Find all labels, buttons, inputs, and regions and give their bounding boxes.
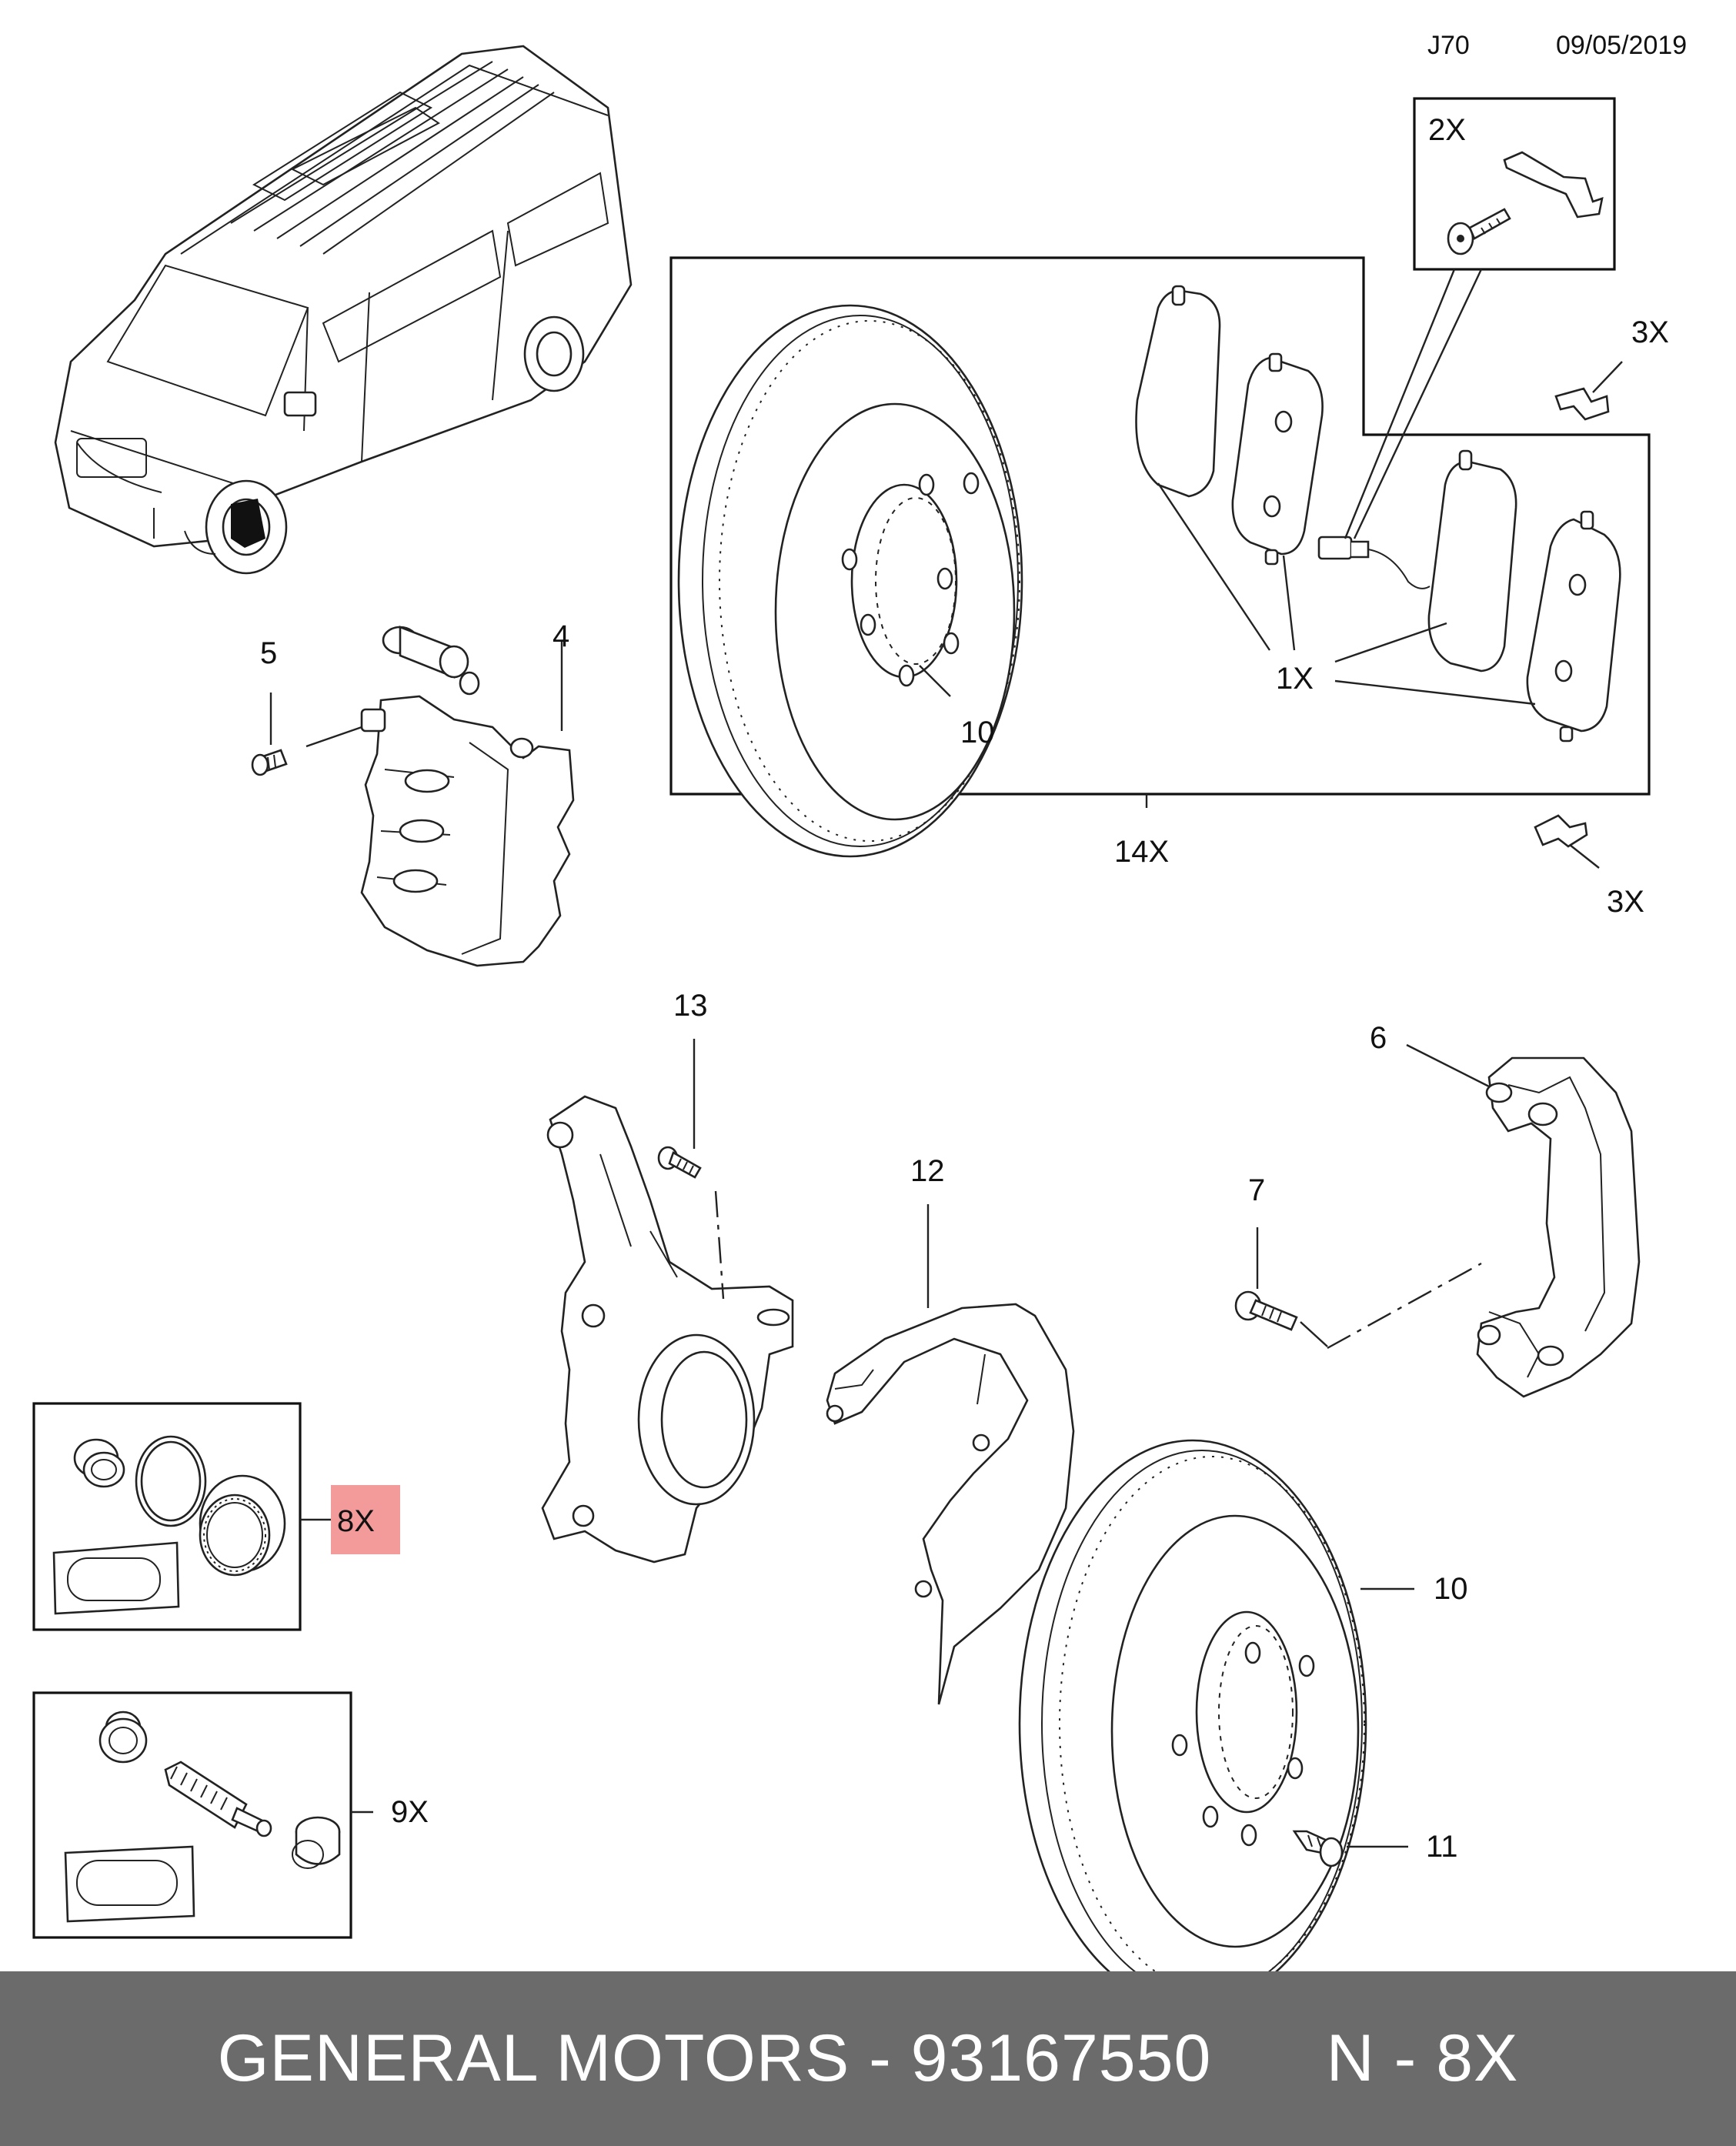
label-pad-kit-qty: 14X xyxy=(1114,835,1169,869)
guide-kit-grease-packet xyxy=(64,1845,195,1923)
diagram-date: 09/05/2019 xyxy=(1556,31,1687,60)
label-caliper-bolt: 5 xyxy=(260,636,277,670)
steering-knuckle xyxy=(541,1095,794,1564)
bracket-bolt xyxy=(1234,1290,1298,1331)
brake-disc-upper xyxy=(677,304,1023,858)
part-info-banner: GENERAL MOTORS - 93167550 N - 8X xyxy=(0,1971,1736,2146)
seal-kit-dust-boot xyxy=(73,1438,125,1488)
brand-separator: - xyxy=(869,2021,892,2095)
label-pad-qty: 1X xyxy=(1276,662,1314,696)
seal-kit-grease-packet xyxy=(52,1541,180,1615)
brake-pad-outer-1 xyxy=(1231,352,1324,566)
seal-kit-piston-ring xyxy=(135,1435,207,1527)
wear-sensor-connector xyxy=(1317,536,1431,589)
part-note: N - 8X xyxy=(1326,2021,1519,2095)
guide-kit-frame xyxy=(32,1691,352,1939)
label-clip-bottom-qty: 3X xyxy=(1607,885,1644,919)
label-seal-kit-qty: 8X xyxy=(337,1504,375,1538)
label-clip-top-qty: 3X xyxy=(1631,315,1669,349)
pad-clip-top xyxy=(1554,387,1610,421)
seal-kit-highlight xyxy=(331,1485,400,1554)
brake-parts-diagram: J70 09/05/2019 14X xyxy=(32,31,1687,1971)
caliper-bolt xyxy=(251,749,288,776)
label-splash-shield: 12 xyxy=(910,1154,945,1188)
label-disc-screw: 11 xyxy=(1426,1830,1458,1864)
disc-retaining-screw xyxy=(1292,1830,1344,1867)
brake-pad-inner-1 xyxy=(1135,285,1221,498)
label-disc-upper: 10 xyxy=(960,716,995,749)
label-knuckle-bolt: 13 xyxy=(673,989,708,1023)
guide-kit-pin xyxy=(164,1761,272,1837)
brake-pad-inner-2 xyxy=(1427,449,1517,673)
sensor-inset-frame xyxy=(1413,97,1616,271)
label-disc-lower: 10 xyxy=(1434,1572,1468,1606)
sensor-bolt xyxy=(1447,208,1511,255)
caliper-bracket xyxy=(1476,1056,1641,1398)
label-guide-kit-qty: 9X xyxy=(391,1795,429,1829)
brake-disc-lower xyxy=(1018,1439,1367,1971)
brand-name: GENERAL MOTORS xyxy=(217,2021,850,2095)
part-number: 93167550 xyxy=(910,2021,1212,2095)
label-caliper: 4 xyxy=(553,619,569,653)
diagram-code: J70 xyxy=(1427,31,1470,60)
label-sensor-qty: 2X xyxy=(1428,113,1466,147)
label-caliper-bracket: 6 xyxy=(1370,1021,1387,1055)
van-illustration xyxy=(54,45,633,575)
seal-kit-piston-seal xyxy=(199,1474,286,1577)
guide-kit-bushing xyxy=(292,1816,341,1869)
brake-caliper xyxy=(360,626,575,967)
seal-kit-frame xyxy=(32,1402,302,1631)
knuckle-bolt xyxy=(657,1146,702,1179)
splash-shield xyxy=(826,1303,1075,1705)
guide-kit-boot xyxy=(98,1710,148,1764)
brake-pad-outer-2 xyxy=(1526,510,1621,743)
label-bracket-bolt: 7 xyxy=(1248,1173,1265,1207)
pad-kit-frame xyxy=(669,256,1651,796)
pad-clip-bottom xyxy=(1534,814,1588,848)
sensor-clip xyxy=(1503,151,1604,219)
